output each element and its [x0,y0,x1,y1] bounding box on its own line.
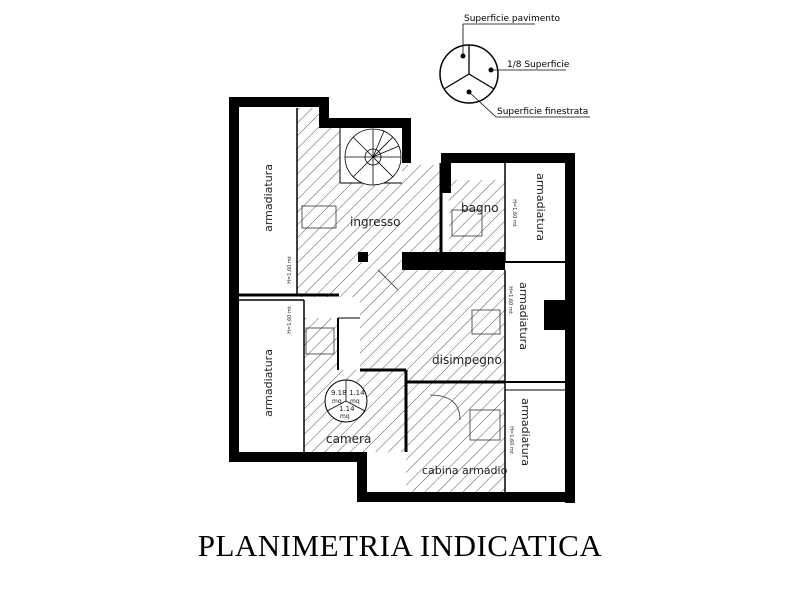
furniture-sketches [301,205,501,441]
legend-window-area: Superficie finestrata [497,107,588,117]
area-badge: 9.18 mq 1.14 mq 1.14 mq [324,379,368,423]
height-note-3: H=1,60 mt [507,286,513,314]
plan-caption: PLANIMETRIA INDICATICA [197,528,603,563]
room-label-armadiatura-mid-right: armadiatura [517,282,530,350]
room-label-armadiatura-bottom-right: armadiatura [519,398,532,466]
area-window-unit: mq [340,413,350,420]
room-label-armadiatura-top-left: armadiatura [262,164,275,232]
height-note-5: H=1,60 mt [508,426,514,454]
height-notes: H=1,60 mt H=1,60 mt H=1,60 mt H=1,60 mt … [287,199,517,454]
room-label-cabina-armadio: cabina armadio [422,464,508,477]
height-note-4: H=1,60 mt [287,306,293,334]
room-label-camera: camera [326,432,371,446]
area-floor-value: 9.18 [331,389,347,397]
area-eighth-unit: mq [350,398,360,405]
room-label-armadiatura-top-right: armadiatura [534,173,547,241]
floor-plan: Superficie pavimento 1/8 Superficie Supe… [229,14,590,503]
legend-eighth-area: 1/8 Superficie [507,60,570,70]
height-note-2: H=1,60 mt [511,199,517,227]
room-labels: armadiatura armadiatura armadiatura arma… [262,164,547,477]
interior-walls [239,108,565,492]
outer-walls [229,97,575,503]
room-label-bagno: bagno [461,201,499,215]
legend-diagram: Superficie pavimento 1/8 Superficie Supe… [439,14,590,118]
area-floor-unit: mq [332,398,342,405]
room-label-ingresso: ingresso [350,215,400,229]
room-label-disimpegno: disimpegno [432,353,502,367]
area-eighth-value: 1.14 [349,389,365,397]
room-label-armadiatura-bottom-left: armadiatura [262,349,275,417]
height-note-1: H=1,60 mt [287,256,293,284]
legend-floor-area: Superficie pavimento [464,14,560,24]
hatched-floor [297,108,505,492]
area-window-value: 1.14 [339,405,355,413]
spiral-staircase [344,128,402,186]
